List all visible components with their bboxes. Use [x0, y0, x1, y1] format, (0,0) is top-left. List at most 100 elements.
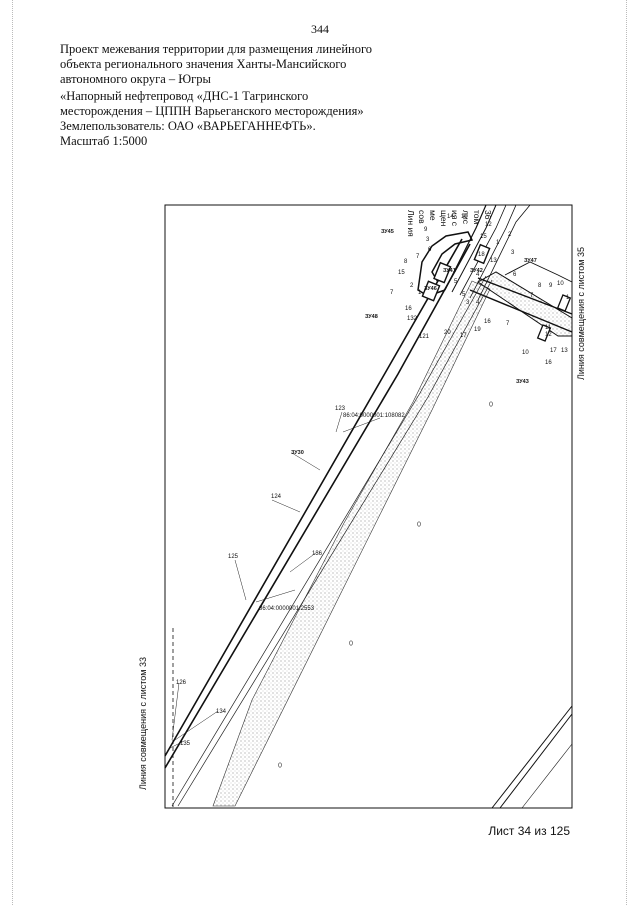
svg-text:3: 3 [511, 250, 515, 256]
object-title: «Напорный нефтепровод «ДНС-1 Тагринского… [60, 89, 364, 118]
svg-text:2: 2 [410, 283, 414, 289]
svg-text:19: 19 [474, 327, 481, 333]
cadastral-number: 86:04:0000001:2553 [259, 606, 315, 612]
svg-text:лис: лис [461, 210, 471, 225]
svg-text:8: 8 [538, 283, 542, 289]
svg-text:10: 10 [557, 281, 564, 287]
svg-text:11: 11 [545, 325, 552, 331]
svg-text:ЗУ46: ЗУ46 [424, 286, 437, 292]
top-bundle-5 [477, 204, 531, 301]
point-labels: 14 10 12 9 3 15 2 1 8 7 6 15 18 13 5 4 3… [176, 214, 570, 747]
match-line-right-label: Линия совмещения с листом 35 [576, 247, 586, 380]
pipeline-line-b [164, 243, 471, 769]
top-bundle-4 [469, 204, 517, 299]
svg-text:125: 125 [228, 554, 239, 560]
svg-text:1: 1 [418, 290, 422, 296]
svg-text:16: 16 [545, 360, 552, 366]
parcel-small-5 [556, 294, 572, 312]
svg-text:12: 12 [485, 222, 492, 228]
svg-text:6: 6 [513, 272, 517, 278]
svg-text:14: 14 [447, 214, 454, 220]
svg-text:15: 15 [480, 234, 487, 240]
map-frame [164, 204, 573, 809]
hatched-corridor [212, 280, 491, 807]
crossing-line-1 [477, 277, 573, 315]
svg-text:7: 7 [390, 290, 394, 296]
pipeline-thin-b [177, 279, 493, 807]
top-bundle-3 [459, 204, 507, 296]
svg-text:8: 8 [404, 259, 408, 265]
svg-text:5: 5 [454, 279, 458, 285]
svg-text:2: 2 [508, 232, 512, 238]
match-line-left-label: Линия совмещения с листом 33 [138, 657, 148, 790]
project-title: Проект межевания территории для размещен… [60, 42, 373, 86]
ground-mark [417, 521, 421, 527]
svg-text:124: 124 [271, 494, 282, 500]
svg-text:7: 7 [530, 293, 534, 299]
svg-text:1: 1 [496, 240, 500, 246]
zone-labels: ЗУ45 ЗУ41 ЗУ42 ЗУ46 ЗУ48 ЗУ47 ЗУ43 ЗУ30 [291, 229, 537, 456]
svg-text:13: 13 [490, 258, 497, 264]
parcel-top-left [417, 231, 474, 297]
cadastral-number: 86:04:0000001:108082 [343, 413, 405, 419]
svg-text:том: том [472, 210, 482, 225]
svg-text:18: 18 [478, 252, 485, 258]
svg-text:10: 10 [461, 214, 468, 220]
svg-text:12: 12 [545, 332, 552, 338]
road-right-1 [491, 705, 573, 809]
svg-text:10: 10 [522, 350, 529, 356]
svg-text:7: 7 [416, 254, 420, 260]
ground-mark [349, 640, 353, 646]
svg-text:ЗУ30: ЗУ30 [291, 450, 304, 456]
parcel-small-3 [421, 280, 441, 302]
svg-text:123: 123 [335, 406, 346, 412]
leader-lines [169, 411, 381, 749]
svg-text:5: 5 [462, 292, 466, 298]
svg-text:3: 3 [426, 237, 430, 243]
svg-text:134: 134 [216, 709, 227, 715]
scan-edge-left [12, 0, 13, 905]
svg-text:1: 1 [566, 295, 570, 301]
parcel-small-1 [433, 261, 452, 284]
match-line-top-legend: Лин ия сов ме щен ия с лис том 36 [406, 210, 493, 237]
svg-text:6: 6 [428, 247, 432, 253]
svg-text:135: 135 [180, 741, 191, 747]
svg-text:щен: щен [439, 210, 449, 227]
scale: Масштаб 1:5000 [60, 134, 148, 148]
svg-text:15: 15 [398, 270, 405, 276]
svg-text:132: 132 [407, 316, 418, 322]
svg-text:16: 16 [405, 306, 412, 312]
crossing-line-2 [469, 289, 573, 333]
road-right-3 [521, 743, 573, 809]
svg-text:Лин ия: Лин ия [406, 210, 416, 237]
pipeline-thin-a [171, 275, 487, 807]
svg-text:17: 17 [550, 348, 557, 354]
svg-text:ЗУ41: ЗУ41 [443, 268, 456, 274]
scan-edge-right [626, 0, 627, 905]
svg-text:7: 7 [506, 321, 510, 327]
pipeline-line-a [164, 238, 463, 757]
parcel-small-4 [536, 324, 552, 342]
ground-mark [489, 401, 493, 407]
parcel-small-2 [473, 243, 491, 265]
svg-text:ЗУ43: ЗУ43 [516, 379, 529, 385]
svg-text:13: 13 [561, 348, 568, 354]
svg-text:ЗУ48: ЗУ48 [365, 314, 378, 320]
svg-text:3: 3 [466, 300, 470, 306]
road-right-2 [499, 713, 573, 809]
svg-text:121: 121 [419, 334, 430, 340]
sheet-number: Лист 34 из 125 [488, 824, 570, 838]
svg-text:4: 4 [476, 272, 480, 278]
svg-text:9: 9 [549, 283, 553, 289]
svg-text:ЗУ45: ЗУ45 [381, 229, 394, 235]
svg-text:36: 36 [483, 210, 493, 220]
svg-text:20: 20 [444, 330, 451, 336]
top-bundle-2 [451, 204, 497, 293]
svg-text:9: 9 [424, 227, 428, 233]
svg-text:сов: сов [417, 210, 427, 224]
svg-text:136: 136 [312, 551, 323, 557]
ground-mark [278, 762, 282, 768]
svg-text:126: 126 [176, 680, 187, 686]
svg-text:ия с: ия с [450, 210, 460, 227]
